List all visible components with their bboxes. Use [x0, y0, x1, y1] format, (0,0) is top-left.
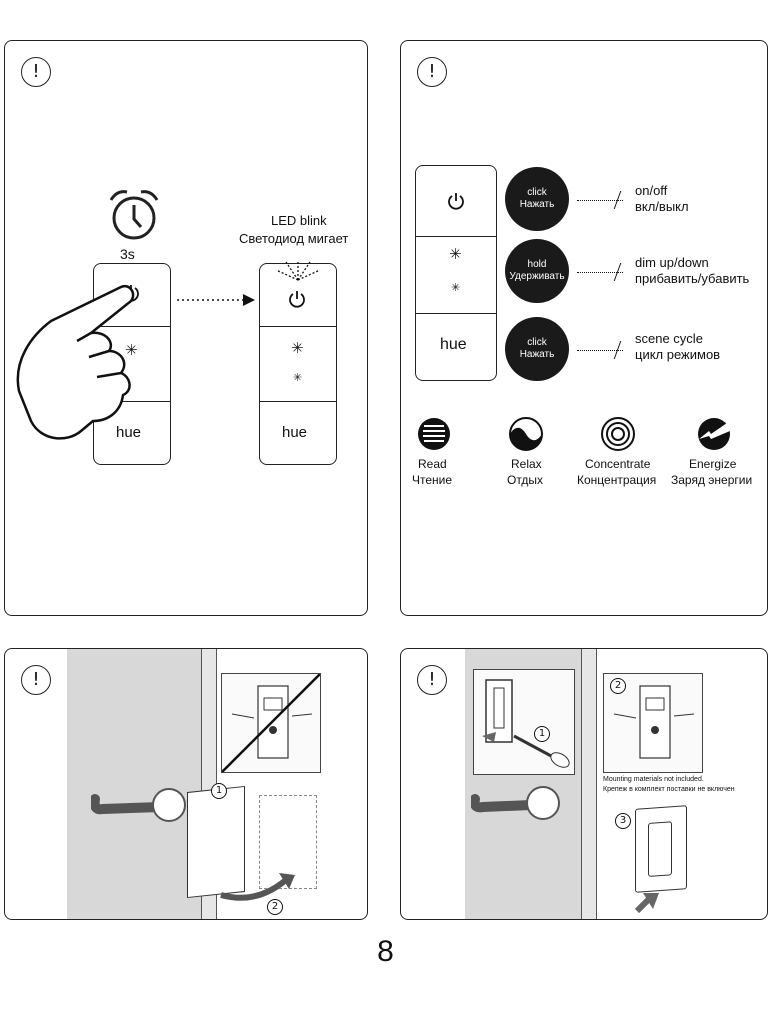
remote-brand-label: hue [440, 336, 467, 353]
step-badge: 1 [211, 783, 227, 799]
panel-mount-door: ! 1 2 [4, 648, 368, 920]
brightness-down-icon: ✳ [293, 371, 303, 384]
action-badge: hold Удерживать [505, 239, 569, 303]
action-desc-ru: прибавить/убавить [635, 271, 750, 286]
badge-label-ru: Нажать [519, 199, 555, 210]
brightness-up-icon: ✳ [125, 341, 138, 359]
badge-label: click [527, 337, 547, 348]
curved-arrow-icon [220, 873, 295, 901]
door-handle-icon [471, 786, 560, 820]
wall-plate-inset [221, 673, 321, 773]
scene-label: Relax [511, 457, 542, 471]
remote-brand-label: hue [116, 424, 142, 441]
read-icon [418, 418, 450, 450]
concentrate-icon [601, 417, 635, 451]
notice-icon: ! [417, 57, 447, 87]
badge-label-ru: Нажать [519, 349, 555, 360]
door-handle-icon [91, 788, 186, 822]
panel-mount-wall: ! 1 2 Mounting materials not included. К… [400, 648, 768, 920]
step-badge: 1 [534, 726, 550, 742]
action-row-power: click Нажать on/off вкл/выкл [505, 167, 760, 231]
action-desc: on/off [635, 183, 668, 198]
scene-label-ru: Концентрация [577, 473, 657, 487]
panel-controls: ! ✳ ✳ hue click Нажать on/off вкл/выкл h… [400, 40, 768, 616]
badge-label: click [527, 187, 547, 198]
action-row-dim: hold Удерживать dim up/down прибавить/уб… [505, 239, 760, 303]
action-badge: click Нажать [505, 167, 569, 231]
wall-plate-icon [613, 685, 695, 759]
led-blink-title-ru: Светодиод мигает [239, 231, 349, 246]
remote-diagram: ✳ ✳ hue [415, 165, 497, 381]
step-badge: 3 [615, 813, 631, 829]
step-badge: 2 [267, 899, 283, 915]
screwdriver-icon [482, 679, 570, 768]
mounting-note-ru: Крепеж в комплект поставки не включен [603, 786, 735, 793]
scene-label: Energize [689, 457, 737, 471]
notice-icon: ! [21, 57, 51, 87]
scene-label: Concentrate [585, 457, 651, 471]
scene-label-ru: Чтение [412, 473, 453, 487]
wall-plate-icon [221, 673, 321, 773]
screwdriver-inset: 1 [473, 669, 575, 775]
push-arrow-icon [635, 893, 659, 913]
action-desc: scene cycle [635, 331, 703, 346]
door-frame [581, 649, 597, 919]
scene-label-ru: Заряд энергии [671, 473, 753, 487]
energize-icon [698, 418, 730, 450]
action-desc: dim up/down [635, 255, 709, 270]
switch-base-ghost [259, 795, 317, 889]
notice-icon: ! [21, 665, 51, 695]
action-badge: click Нажать [505, 317, 569, 381]
remote-right: ✳ ✳ hue [259, 260, 337, 465]
badge-label: hold [527, 259, 547, 270]
action-desc-ru: вкл/выкл [635, 199, 689, 214]
action-desc-ru: цикл режимов [635, 347, 721, 362]
door-background [67, 649, 207, 919]
step-badge: 2 [610, 678, 626, 694]
remote-brand-label: hue [282, 424, 308, 441]
power-icon [448, 193, 464, 210]
brightness-up-icon: ✳ [449, 245, 462, 263]
panel-reset: ! 3s ✳ hue LED blink Светодиод мигает [4, 40, 368, 616]
scene-label: Read [418, 457, 447, 471]
led-rays-icon [275, 260, 321, 281]
scene-label-ru: Отдых [507, 473, 544, 487]
power-icon [289, 291, 305, 308]
page-number: 8 [377, 935, 394, 968]
action-row-scene: click Нажать scene cycle цикл режимов [505, 317, 760, 381]
badge-label-ru: Удерживать [509, 271, 565, 282]
mounting-note: Mounting materials not included. [603, 776, 704, 783]
pressing-hand-icon [16, 284, 135, 440]
brightness-up-icon: ✳ [291, 339, 304, 357]
brightness-down-icon: ✳ [451, 281, 461, 294]
relax-icon [509, 417, 543, 451]
alarm-clock-icon [109, 190, 159, 240]
switch-mounted [635, 805, 687, 893]
notice-icon: ! [417, 665, 447, 695]
led-blink-title: LED blink [271, 213, 327, 228]
arrow-icon [177, 294, 255, 306]
wall-plate-inset: 2 [603, 673, 703, 773]
timer-label: 3s [120, 246, 135, 262]
